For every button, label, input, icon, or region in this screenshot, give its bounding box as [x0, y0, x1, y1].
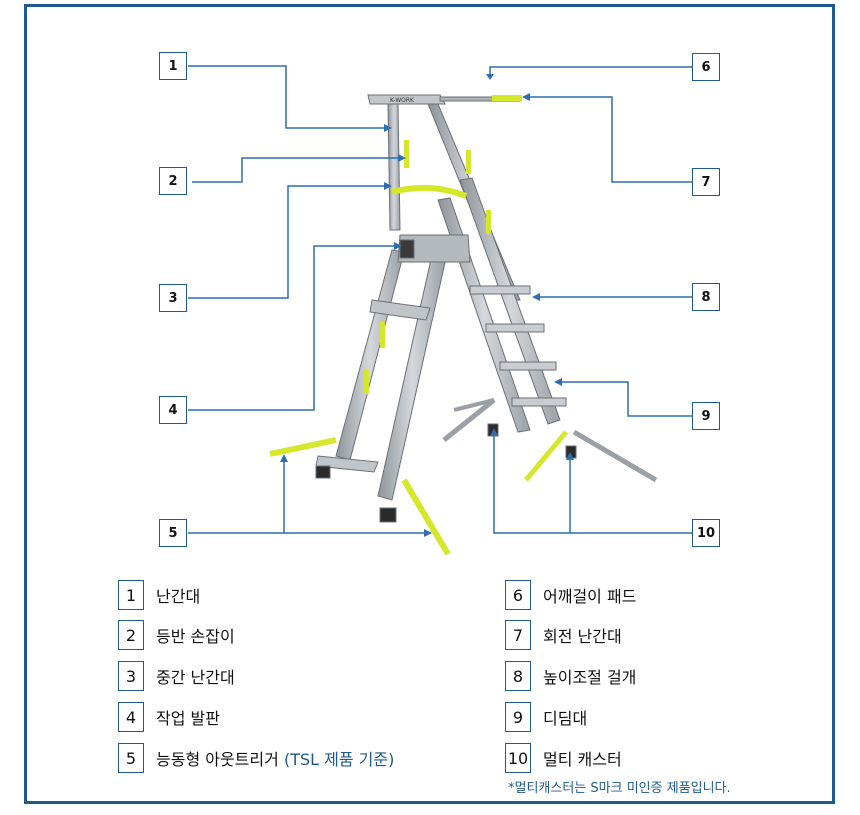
- legend-number: 8: [505, 661, 531, 691]
- footnote: *멀티캐스터는 S마크 미인증 제품입니다.: [508, 781, 731, 796]
- ladder-body: [269, 94, 658, 556]
- legend-label: 디딤대: [543, 709, 588, 728]
- callout-7: 7: [692, 168, 720, 196]
- legend-label: 어깨걸이 패드: [543, 587, 637, 606]
- legend-number: 10: [505, 743, 531, 773]
- legend-label: 중간 난간대: [156, 668, 235, 687]
- legend-item-1: 1 난간대: [118, 579, 200, 611]
- legend-label: 난간대: [156, 587, 201, 606]
- callout-8: 8: [692, 283, 720, 311]
- leader-arrowheads: [280, 74, 574, 537]
- callout-4: 4: [159, 396, 187, 424]
- callout-3: 3: [159, 284, 187, 312]
- legend-label-text: 능동형 아웃트리거: [156, 750, 279, 769]
- legend-number: 1: [118, 580, 144, 610]
- legend-item-7: 7 회전 난간대: [505, 619, 622, 651]
- legend-label: 회전 난간대: [543, 627, 622, 646]
- callout-1: 1: [159, 52, 187, 80]
- platform-brand-text: K-WORK: [390, 97, 415, 104]
- legend-label: 높이조절 걸개: [543, 668, 637, 687]
- callout-10: 10: [692, 519, 720, 547]
- legend-number: 4: [118, 702, 144, 732]
- legend-item-3: 3 중간 난간대: [118, 660, 235, 692]
- legend-number: 6: [505, 580, 531, 610]
- callout-5: 5: [159, 519, 187, 547]
- diagram-frame: [24, 4, 835, 804]
- leader-lines: [188, 65, 692, 534]
- callout-6: 6: [692, 53, 720, 81]
- legend-label: 등반 손잡이: [156, 627, 235, 646]
- legend-item-10: 10 멀티 캐스터: [505, 742, 622, 774]
- legend-label: 멀티 캐스터: [543, 750, 622, 769]
- legend-label: 능동형 아웃트리거 (TSL 제품 기준): [156, 746, 394, 770]
- callout-2: 2: [159, 167, 187, 195]
- legend-item-5: 5 능동형 아웃트리거 (TSL 제품 기준): [118, 742, 394, 774]
- legend-item-6: 6 어깨걸이 패드: [505, 579, 636, 611]
- legend-item-4: 4 작업 발판: [118, 701, 220, 733]
- callout-9: 9: [692, 402, 720, 430]
- legend-label: 작업 발판: [156, 709, 220, 728]
- legend-number: 3: [118, 661, 144, 691]
- legend-item-9: 9 디딤대: [505, 701, 587, 733]
- legend-label-note: (TSL 제품 기준): [283, 750, 395, 769]
- legend-number: 7: [505, 620, 531, 650]
- legend-number: 9: [505, 702, 531, 732]
- legend-item-2: 2 등반 손잡이: [118, 619, 235, 651]
- legend-item-8: 8 높이조절 걸개: [505, 660, 636, 692]
- legend-number: 5: [118, 743, 144, 773]
- legend-number: 2: [118, 620, 144, 650]
